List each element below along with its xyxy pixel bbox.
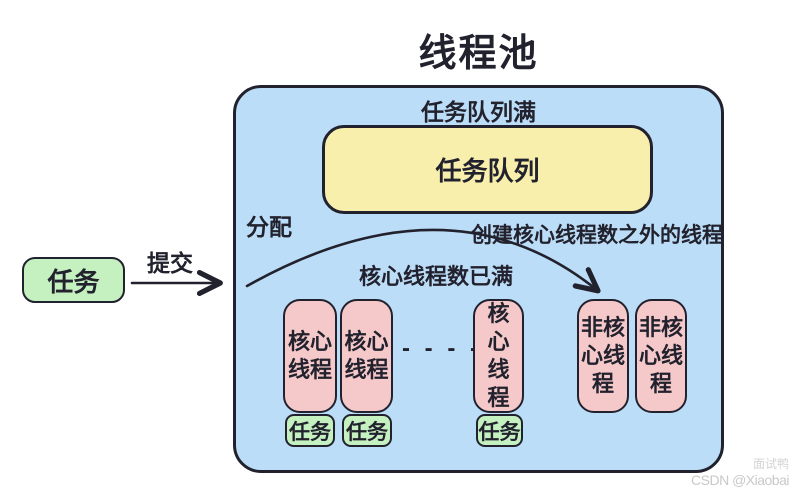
core-thread-label: 核心线程 (344, 328, 389, 382)
core-thread-label: 核心线程 (487, 300, 510, 411)
running-task-label: 任务 (289, 420, 331, 444)
noncore-thread-box: 非核心线程 (577, 299, 629, 413)
watermark-line1: 面试鸭 (752, 457, 789, 471)
incoming-task-box: 任务 (22, 257, 125, 303)
noncore-thread-label: 非核心线程 (581, 314, 626, 397)
core-thread-box: 核心线程 (283, 299, 337, 413)
noncore-thread-box: 非核心线程 (635, 299, 687, 413)
watermark-line2: CSDN @Xiaobai (691, 471, 789, 488)
core-thread-box: 核心线程 (340, 299, 393, 413)
submit-label: 提交 (147, 250, 193, 276)
running-task-box: 任务 (476, 414, 523, 447)
running-task-box: 任务 (342, 414, 392, 447)
create-noncore-label: 创建核心线程数之外的线程 (471, 224, 723, 247)
core-full-label: 核心线程数已满 (359, 264, 514, 289)
running-task-label: 任务 (478, 420, 521, 444)
queue-full-label: 任务队列满 (421, 99, 536, 125)
incoming-task-label: 任务 (47, 266, 100, 297)
core-thread-box: 核心线程 (473, 299, 524, 413)
task-queue-label: 任务队列 (435, 156, 540, 186)
core-thread-label: 核心线程 (287, 328, 332, 382)
noncore-thread-label: 非核心线程 (639, 314, 684, 397)
watermark: 面试鸭 CSDN @Xiaobai (691, 457, 789, 488)
task-queue-box: 任务队列 (322, 125, 653, 214)
running-task-box: 任务 (285, 414, 335, 447)
ellipsis-dashes: - - - - - (402, 335, 505, 362)
running-task-label: 任务 (346, 420, 388, 444)
dispatch-label: 分配 (246, 214, 292, 240)
diagram-title: 线程池 (418, 33, 539, 75)
